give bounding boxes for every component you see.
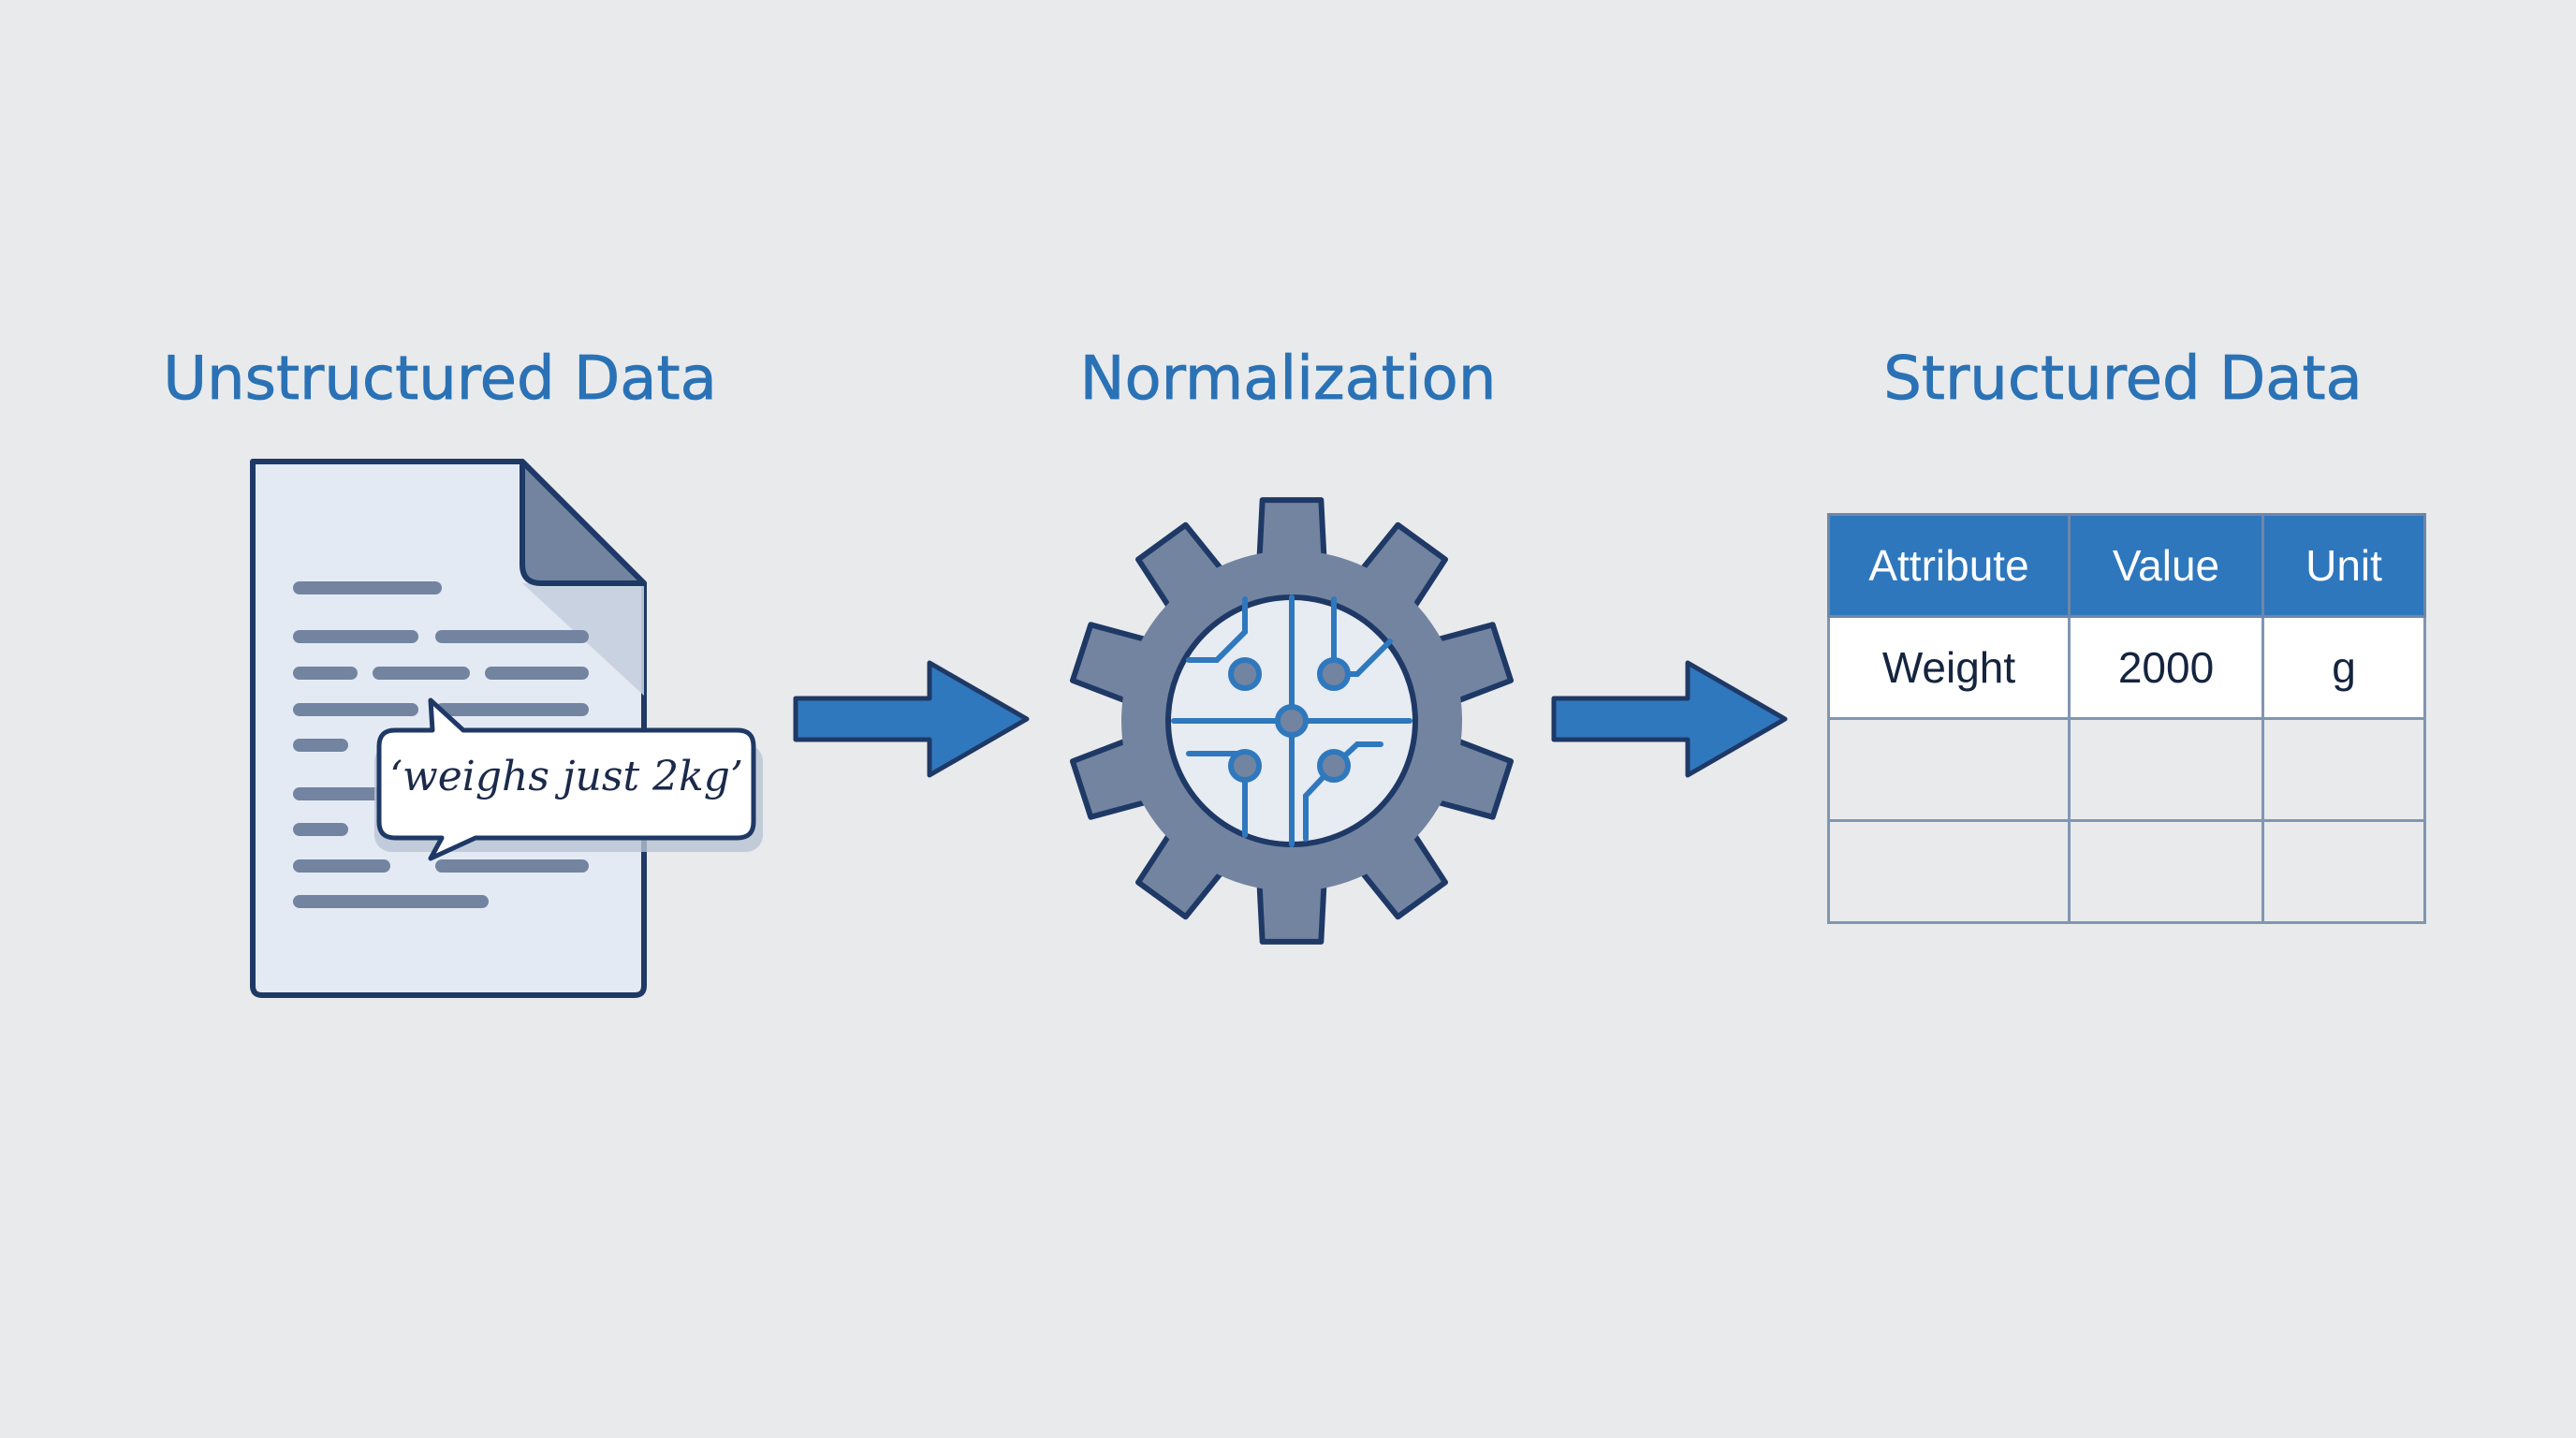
table-cell-attribute [1827, 819, 2071, 924]
document-icon [250, 459, 763, 998]
table-cell-unit [2261, 819, 2426, 924]
speech-bubble-icon [376, 697, 756, 861]
gear-circuit-icon [1069, 497, 1515, 945]
heading-structured-data: Structured Data [1883, 345, 2363, 415]
callout-quote: ‘weighs just 2kg’ [389, 753, 743, 800]
table-cell-value [2068, 819, 2264, 924]
heading-unstructured-data: Unstructured Data [163, 345, 717, 415]
arrow-right-icon [793, 660, 1030, 778]
table-header-row: Attribute Value Unit [1827, 513, 2426, 618]
table-row [1827, 819, 2426, 924]
table-row: Weight 2000 g [1827, 615, 2426, 720]
arrow-right-icon [1551, 660, 1788, 778]
document-text-lines [293, 581, 589, 908]
table-cell-unit: g [2261, 615, 2426, 720]
table-cell-value: 2000 [2068, 615, 2264, 720]
heading-normalization: Normalization [1079, 345, 1497, 415]
table-cell-attribute: Weight [1827, 615, 2071, 720]
circuit-nodes [1228, 657, 1351, 783]
table-cell-value [2068, 717, 2264, 822]
table-cell-attribute [1827, 717, 2071, 822]
column-header-attribute: Attribute [1827, 513, 2071, 618]
column-header-unit: Unit [2261, 513, 2426, 618]
table-row [1827, 717, 2426, 822]
structured-data-table: Attribute Value Unit Weight 2000 g [1827, 513, 2426, 924]
table-cell-unit [2261, 717, 2426, 822]
column-header-value: Value [2068, 513, 2264, 618]
